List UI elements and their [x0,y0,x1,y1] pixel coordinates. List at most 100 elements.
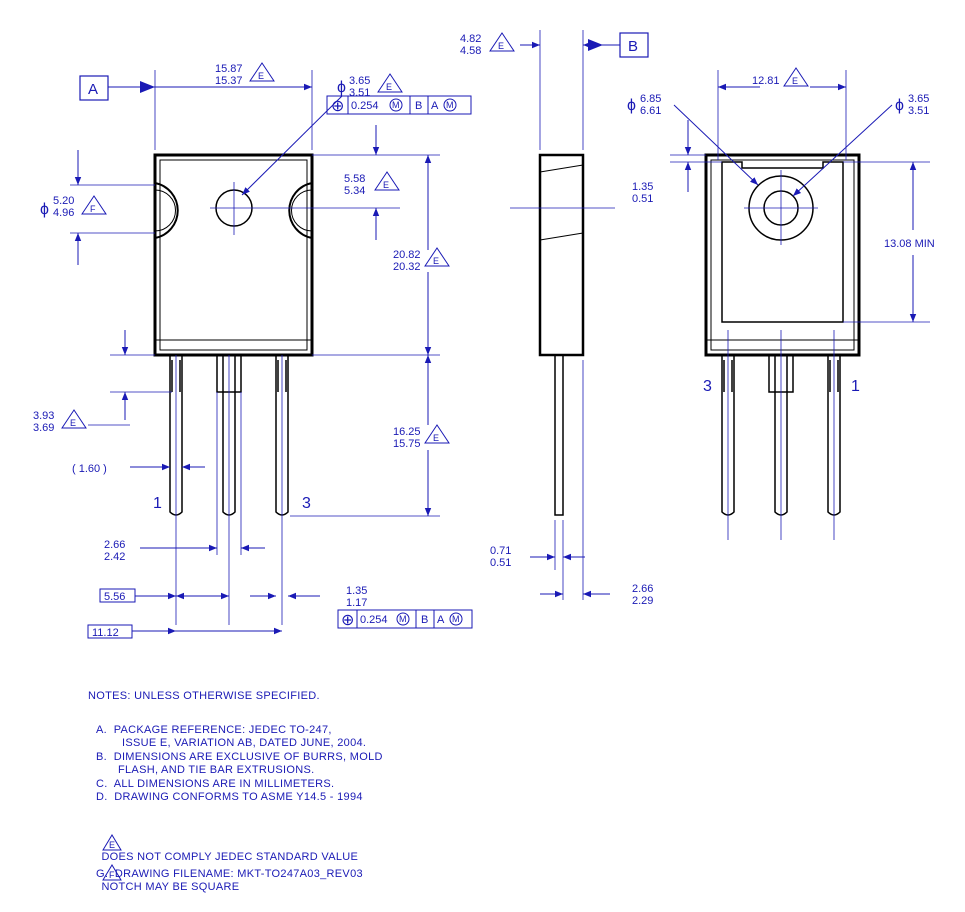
pin-label-1: 1 [851,378,860,395]
tab-t-min: 2.29 [632,595,653,607]
flag-e-icon: E [377,73,403,93]
note-f: F NOTCH MAY BE SQUARE [88,850,239,907]
lead-len-min: 15.75 [393,438,421,450]
lead-w-max: 1.35 [346,585,367,597]
svg-text:M: M [446,100,454,110]
flag-e-icon: E [489,32,515,52]
pin-label-3: 3 [703,378,712,395]
feature-control-frame-bottom: ⊕ 0.254 M B A M [337,609,473,629]
lead-t-max: 0.71 [490,545,511,557]
svg-text:E: E [433,433,439,443]
svg-text:A: A [431,100,439,112]
flag-f-icon: F [102,864,123,881]
datum-a-box [79,75,109,101]
diameter-symbol: ϕ [627,97,636,114]
front-body-outline [153,153,314,357]
hole-min: 3.51 [349,87,370,99]
pitch: 5.56 [104,591,125,603]
notch-d-max: 1.35 [632,181,653,193]
feature-control-frame-top: ⊕ 0.254 M B A M [326,95,472,115]
svg-text:E: E [383,180,389,190]
right-notch [288,182,313,239]
notch-max: 5.20 [53,195,74,207]
diameter-symbol: ϕ [40,201,49,218]
notch-d-min: 0.51 [632,193,653,205]
body-h-min: 20.32 [393,261,421,273]
flag-f-icon: F [81,195,107,215]
flag-e-icon: E [249,62,275,82]
pad-w: 12.81 [752,75,780,87]
lead-wide-max: 2.66 [104,539,125,551]
diameter-symbol: ϕ [337,79,346,96]
note-f-text: NOTCH MAY BE SQUARE [101,881,240,893]
width-min: 15.37 [215,75,243,87]
pad-hole-min: 6.61 [640,105,661,117]
svg-text:B: B [421,614,428,626]
rear-pad [721,161,844,323]
diameter-symbol: ϕ [895,97,904,114]
shoulder-max: 3.93 [33,410,54,422]
svg-text:M: M [452,614,460,624]
lead-wide-min: 2.42 [104,551,125,563]
hole-pos-min: 5.34 [344,185,365,197]
thick-max: 4.82 [460,33,481,45]
note-b-cont: FLASH, AND TIE BAR EXTRUSIONS. [118,764,315,776]
svg-text:E: E [433,256,439,266]
svg-text:M: M [392,100,400,110]
pad-hole-max: 6.85 [640,93,661,105]
svg-text:E: E [109,840,115,850]
body-h-max: 20.82 [393,249,421,261]
svg-text:0.254: 0.254 [360,614,388,626]
lead-t-min: 0.51 [490,557,511,569]
lead-tip: ( 1.60 ) [72,463,107,475]
rear-hole-min: 3.51 [908,105,929,117]
flag-e-icon: E [102,834,123,851]
front-view [153,70,314,625]
side-view [510,30,615,600]
pin-label-3: 3 [302,495,311,512]
svg-text:E: E [70,418,76,428]
rear-hole-max: 3.65 [908,93,929,105]
flag-e-icon: E [61,409,87,429]
width-max: 15.87 [215,63,243,75]
note-c: C. ALL DIMENSIONS ARE IN MILLIMETERS. [96,778,335,790]
notch-min: 4.96 [53,207,74,219]
datum-b-box [619,32,649,58]
svg-text:F: F [109,870,115,880]
note-g: G. DRAWING FILENAME: MKT-TO247A03_REV03 [96,868,363,880]
pitch2: 11.12 [92,627,119,639]
pad-h: 13.08 MIN [884,238,935,250]
svg-text:E: E [386,82,392,92]
lead-len-max: 16.25 [393,426,421,438]
tab-t-max: 2.66 [632,583,653,595]
side-lead [554,354,564,516]
svg-text:M: M [399,614,407,624]
svg-text:E: E [792,76,798,86]
side-body [538,153,585,357]
svg-text:A: A [437,614,445,626]
note-a-cont: ISSUE E, VARIATION AB, DATED JUNE, 2004. [122,737,367,749]
position-icon: ⊕ [341,612,354,629]
note-e-text: DOES NOT COMPLY JEDEC STANDARD VALUE [101,851,359,863]
datum-b-label: B [628,38,638,55]
shoulder-min: 3.69 [33,422,54,434]
flag-e-icon: E [424,247,450,267]
flag-e-icon: E [374,171,400,191]
svg-text:F: F [90,204,96,214]
hole-pos-max: 5.58 [344,173,365,185]
notes-header: NOTES: UNLESS OTHERWISE SPECIFIED. [88,690,320,702]
rear-body-outline [704,153,861,357]
pin-label-1: 1 [153,495,162,512]
note-d: D. DRAWING CONFORMS TO ASME Y14.5 - 1994 [96,791,363,803]
svg-text:E: E [258,71,264,81]
flag-e-icon: E [424,424,450,444]
lead-w-min: 1.17 [346,597,367,609]
svg-text:0.254: 0.254 [351,100,379,112]
svg-text:B: B [415,100,422,112]
thick-min: 4.58 [460,45,481,57]
note-e: E DOES NOT COMPLY JEDEC STANDARD VALUE [88,820,358,877]
note-b: B. DIMENSIONS ARE EXCLUSIVE OF BURRS, MO… [96,751,383,763]
datum-a-label: A [88,81,98,98]
flag-e-icon: E [783,67,809,87]
